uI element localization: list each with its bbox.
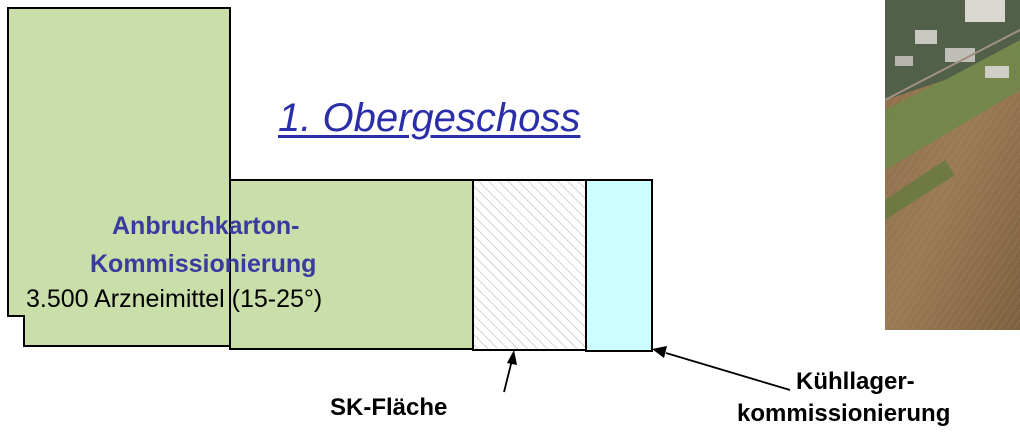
picking-zone-name-line2: Kommissionierung <box>90 250 317 278</box>
page-title: 1. Obergeschoss <box>278 96 581 140</box>
aerial-photo <box>885 0 1020 330</box>
cold-storage-area <box>585 179 653 352</box>
sk-area <box>472 179 587 351</box>
cold-storage-label-line2: kommissionierung <box>737 400 951 427</box>
picking-zone-name-line1: Anbruchkarton- <box>112 212 300 240</box>
picking-zone-detail: 3.500 Arzneimittel (15-25°) <box>26 285 323 313</box>
cold-storage-label-line1: Kühllager- <box>796 368 915 395</box>
sk-arrow <box>503 350 517 393</box>
sk-area-label: SK-Fläche <box>330 394 448 421</box>
cold-storage-arrow <box>652 346 791 391</box>
